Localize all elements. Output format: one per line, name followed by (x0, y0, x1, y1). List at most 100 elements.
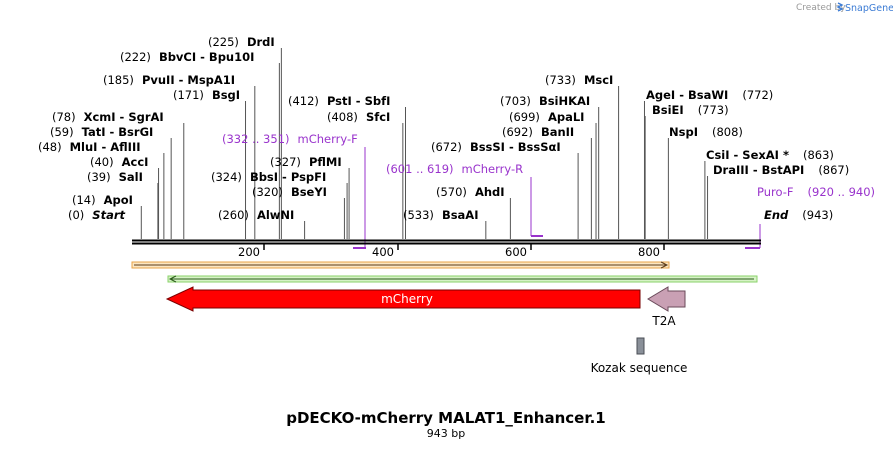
site-position: (808) (712, 125, 743, 139)
site-name: XcmI - SgrAI (84, 110, 164, 124)
site-position: (40) (90, 155, 114, 169)
primer-name: Puro-F (757, 185, 794, 199)
site-name: BsgI (212, 88, 240, 102)
site-name: PvuII - MspA1I (142, 73, 235, 87)
site-label[interactable]: (260)AlwNI (218, 208, 294, 222)
site-label[interactable]: (222)BbvCI - Bpu10I (120, 50, 254, 64)
site-label[interactable]: (570)AhdI (436, 185, 505, 199)
site-name: MluI - AflIII (70, 140, 141, 154)
site-name: AgeI - BsaWI (646, 88, 728, 102)
site-name: DraIII - BstAPI (713, 163, 804, 177)
site-name: PstI - SbfI (327, 94, 390, 108)
site-label[interactable]: (40) AccI (90, 155, 148, 169)
primer-label[interactable]: Puro-F (920 .. 940) (757, 185, 875, 199)
feature-label-mcherry: mCherry (381, 292, 433, 306)
site-label[interactable]: (39) SalI (87, 170, 143, 184)
site-name: AccI (122, 155, 149, 169)
site-label[interactable]: (324)BbsI - PspFI (211, 170, 326, 184)
site-name: TatI - BsrGI (82, 125, 154, 139)
site-position: (692) (502, 125, 533, 139)
site-name: AlwNI (257, 208, 294, 222)
site-name: SfcI (366, 110, 390, 124)
axis-tick-label: 800 (638, 245, 660, 259)
site-label[interactable]: (225)DrdI (208, 35, 275, 49)
site-name: ApoI (104, 193, 133, 207)
brand-text: SnapGene (845, 3, 893, 14)
site-label[interactable]: (699) ApaLI (509, 110, 584, 124)
site-position: (672) (431, 140, 462, 154)
site-label[interactable]: (408) SfcI (327, 110, 390, 124)
site-name: Start (92, 208, 125, 222)
site-name: BbvCI - Bpu10I (159, 50, 254, 64)
primer-lines (353, 147, 761, 249)
site-position: (48) (38, 140, 62, 154)
site-label[interactable]: (327)PflMI (270, 155, 342, 169)
site-label[interactable]: (703) BsiHKAI (500, 94, 590, 108)
site-position: (772) (742, 88, 773, 102)
site-position: (703) (500, 94, 531, 108)
site-label[interactable]: End (943) (764, 208, 833, 222)
site-label[interactable]: (692) BanII (502, 125, 574, 139)
site-label[interactable]: (733) MscI (545, 73, 613, 87)
site-position: (533) (403, 208, 434, 222)
site-label[interactable]: NspI (808) (669, 125, 743, 139)
site-label[interactable]: CsiI - SexAI *(863) (706, 148, 834, 162)
site-label[interactable]: (185)PvuII - MspA1I (103, 73, 235, 87)
site-position: (943) (802, 208, 833, 222)
site-label[interactable]: (59) TatI - BsrGI (50, 125, 153, 139)
site-position: (412) (288, 94, 319, 108)
axis-tick-label: 400 (372, 245, 394, 259)
primer-range: (332 .. 351) (222, 132, 290, 146)
site-name: PflMI (309, 155, 342, 169)
site-label[interactable]: (320)BseYI (252, 185, 327, 199)
green-range-bar (167, 275, 758, 283)
credit-text: Created by (796, 3, 846, 13)
site-position: (14) (72, 193, 96, 207)
site-position: (0) (68, 208, 84, 222)
axis-tick-label: 200 (238, 245, 260, 259)
primer-range: (601 .. 619) (386, 162, 454, 176)
primer-labels: (332 .. 351)mCherry-F (601 .. 619) mCherry… (222, 132, 875, 199)
site-label[interactable]: BsiEI(773) (652, 103, 729, 117)
site-label[interactable]: (672) BssSI - BssSαI (431, 140, 561, 154)
site-position: (78) (52, 110, 76, 124)
site-position: (59) (50, 125, 74, 139)
site-label[interactable]: (533) BsaAI (403, 208, 479, 222)
site-lines (140, 48, 709, 239)
site-name: BssSI - BssSαI (470, 140, 561, 154)
site-label[interactable]: DraIII - BstAPI (867) (713, 163, 849, 177)
site-label[interactable]: AgeI - BsaWI (772) (646, 88, 773, 102)
site-label[interactable]: (14) ApoI (72, 193, 133, 207)
site-name: End (764, 208, 789, 222)
site-name: BsaAI (442, 208, 479, 222)
primer-range: (920 .. 940) (808, 185, 876, 199)
site-position: (699) (509, 110, 540, 124)
site-name: MscI (584, 73, 613, 87)
site-position: (733) (545, 73, 576, 87)
site-label[interactable]: (78) XcmI - SgrAI (52, 110, 164, 124)
site-name: NspI (669, 125, 698, 139)
site-label[interactable]: (171) BsgI (173, 88, 240, 102)
site-position: (39) (87, 170, 111, 184)
site-position: (324) (211, 170, 242, 184)
site-name: BsiHKAI (539, 94, 590, 108)
site-label[interactable]: (48) MluI - AflIII (38, 140, 141, 154)
feature-label-kozak: Kozak sequence (591, 361, 688, 375)
site-name: SalI (119, 170, 143, 184)
feature-mcherry[interactable]: mCherry (165, 286, 641, 312)
site-position: (225) (208, 35, 239, 49)
site-name: BanII (541, 125, 574, 139)
primer-label[interactable]: (601 .. 619) mCherry-R (386, 162, 523, 176)
feature-t2a[interactable] (647, 286, 686, 312)
site-position: (867) (818, 163, 849, 177)
primer-name: mCherry-R (462, 162, 524, 176)
site-position: (408) (327, 110, 358, 124)
site-name: ApaLI (548, 110, 585, 124)
site-position: (171) (173, 88, 204, 102)
site-label[interactable]: (0) Start (68, 208, 126, 222)
feature-kozak[interactable] (636, 337, 645, 355)
site-position: (863) (803, 148, 834, 162)
site-name: BsiEI (652, 103, 684, 117)
primer-label[interactable]: (332 .. 351)mCherry-F (222, 132, 358, 146)
site-label[interactable]: (412) PstI - SbfI (288, 94, 390, 108)
